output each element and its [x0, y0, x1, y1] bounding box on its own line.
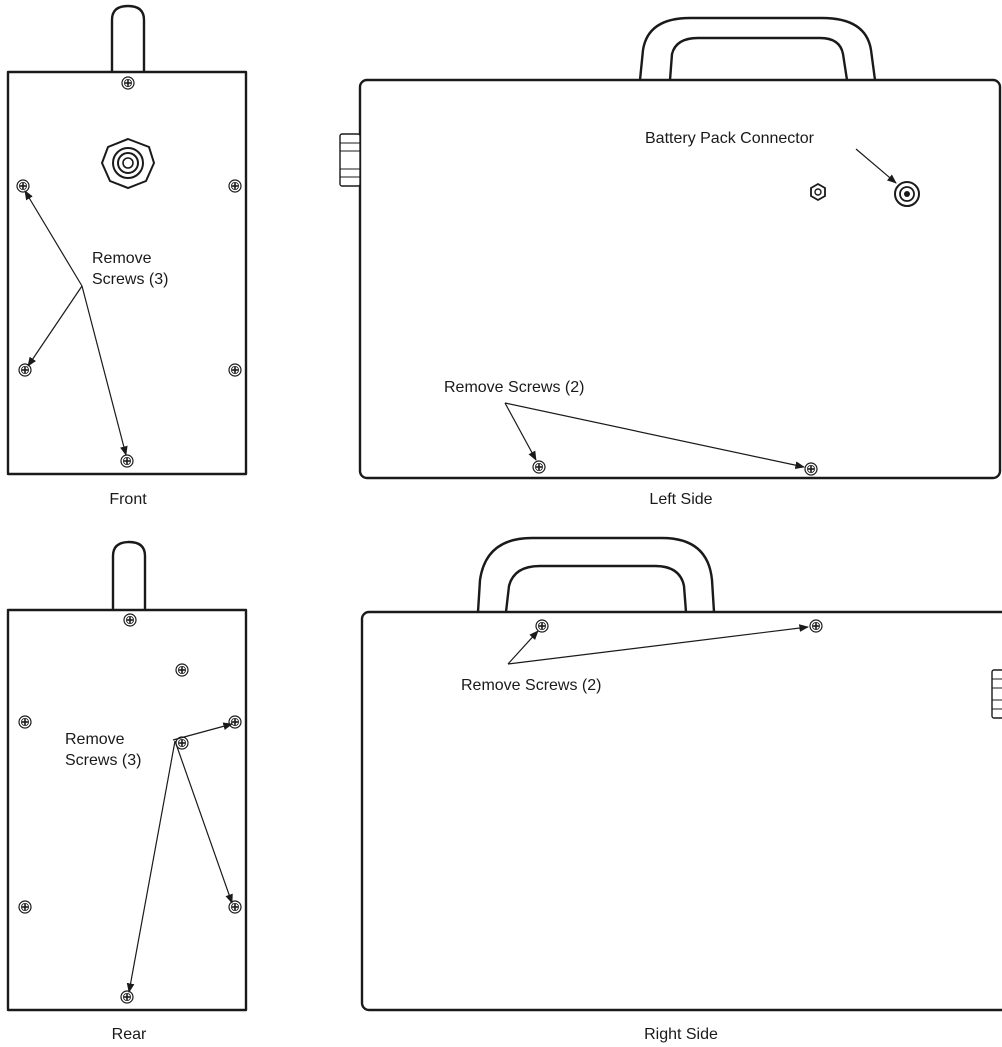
leader-arrow: [507, 630, 539, 665]
rear-panel: [6, 608, 248, 1012]
left-side-view: Battery Pack Connector Remove Screws (2)…: [339, 16, 1002, 508]
front-view: Remove Screws (3) Front: [6, 4, 248, 508]
right-side-panel: [360, 610, 1002, 1012]
battery-connector-label: Battery Pack Connector: [645, 130, 815, 147]
screw-icon: [120, 990, 134, 1004]
rear-callout-line2: Screws (3): [65, 752, 141, 769]
right-side-view: Remove Screws (2) Right Side: [360, 536, 1002, 1043]
rear-caption: Rear: [112, 1026, 147, 1043]
battery-connector-icon: [894, 181, 920, 207]
leader-arrow: [126, 740, 176, 993]
screw-icon: [16, 179, 30, 193]
side-fitting-icon: [991, 669, 1002, 719]
rear-view: Remove Screws (3) Rear: [6, 540, 248, 1043]
front-callout-line1: Remove: [92, 250, 152, 267]
screw-icon: [18, 363, 32, 377]
left-side-callout: Remove Screws (2): [444, 379, 584, 396]
screw-icon: [18, 715, 32, 729]
leader-arrow: [504, 402, 805, 469]
leader-arrow: [24, 190, 83, 287]
screw-icon: [175, 663, 189, 677]
right-side-caption: Right Side: [644, 1026, 718, 1043]
front-gland-connector-icon: [100, 137, 156, 190]
leader-arrow: [81, 285, 128, 456]
screw-icon: [535, 619, 549, 633]
left-side-panel: [358, 78, 1002, 480]
left-side-caption: Left Side: [649, 491, 712, 508]
leader-arrow: [855, 148, 897, 184]
right-side-callout: Remove Screws (2): [461, 677, 601, 694]
screw-icon: [228, 715, 242, 729]
screw-icon: [804, 462, 818, 476]
hex-nut-icon: [810, 182, 826, 202]
antenna: [111, 540, 147, 610]
screw-icon: [228, 179, 242, 193]
carry-handle-icon: [476, 536, 716, 613]
front-callout-line2: Screws (3): [92, 271, 168, 288]
leader-arrow: [507, 624, 809, 665]
leader-arrow: [172, 722, 233, 741]
screw-icon: [121, 76, 135, 90]
screw-icon: [809, 619, 823, 633]
rear-callout-line1: Remove: [65, 731, 125, 748]
screw-icon: [228, 363, 242, 377]
screw-icon: [228, 900, 242, 914]
side-fitting-icon: [339, 133, 361, 187]
carry-handle-icon: [638, 16, 877, 81]
screw-icon: [532, 460, 546, 474]
screw-icon: [120, 454, 134, 468]
antenna: [110, 4, 146, 72]
leader-arrow: [27, 285, 83, 367]
front-caption: Front: [109, 491, 147, 508]
leader-arrow: [504, 402, 537, 461]
leader-arrow: [174, 740, 233, 904]
screw-icon: [18, 900, 32, 914]
screw-icon: [123, 613, 137, 627]
